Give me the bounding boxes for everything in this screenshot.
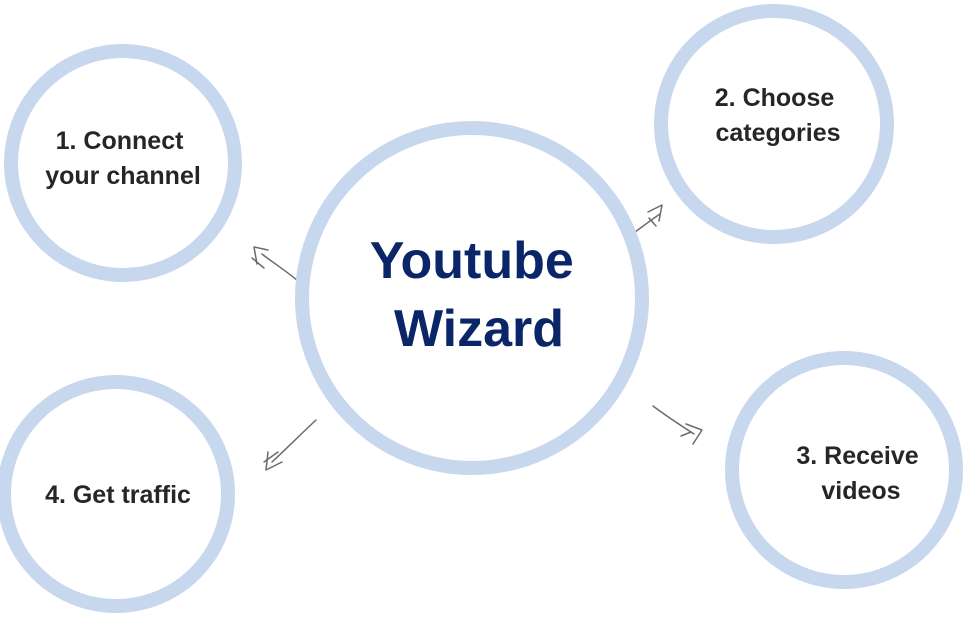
arrow-to-step-1 — [251, 246, 299, 282]
step-2-label-line1: 2. Choose — [715, 84, 835, 112]
step-2-circle — [654, 4, 894, 244]
step-1-circle — [4, 44, 242, 282]
step-4-label: 4. Get traffic — [45, 481, 191, 509]
center-title-line1: Youtube — [370, 232, 574, 290]
step-3-label-line1: 3. Receive — [796, 442, 918, 470]
step-4-circle — [0, 375, 235, 613]
step-1-node: 1. Connect your channel — [4, 44, 242, 282]
svg-text:1. Connect your channel: 1. Connect your channel — [45, 127, 201, 190]
svg-text:Youtube Wizard: Youtube Wizard — [370, 232, 589, 358]
step-1-label-line1: 1. Connect — [56, 127, 184, 155]
center-title-line2: Wizard — [394, 300, 564, 358]
svg-text:4. Get traffic: 4. Get traffic — [45, 481, 191, 509]
step-2-label-line2: categories — [715, 119, 840, 147]
center-node: Youtube Wizard — [295, 121, 649, 475]
step-1-label-line2: your channel — [45, 162, 201, 190]
arrow-to-step-4 — [263, 419, 317, 471]
step-2-node: 2. Choose categories — [654, 4, 894, 244]
step-3-node: 3. Receive videos — [725, 351, 963, 589]
arrow-to-step-3 — [652, 405, 703, 445]
svg-text:2. Choose categories: 2. Choose categories — [715, 84, 841, 147]
step-4-node: 4. Get traffic — [0, 375, 235, 613]
center-circle — [295, 121, 649, 475]
step-3-circle — [725, 351, 963, 589]
step-3-label-line2: videos — [821, 477, 900, 505]
svg-text:3. Receive videos: 3. Receive videos — [796, 442, 925, 505]
